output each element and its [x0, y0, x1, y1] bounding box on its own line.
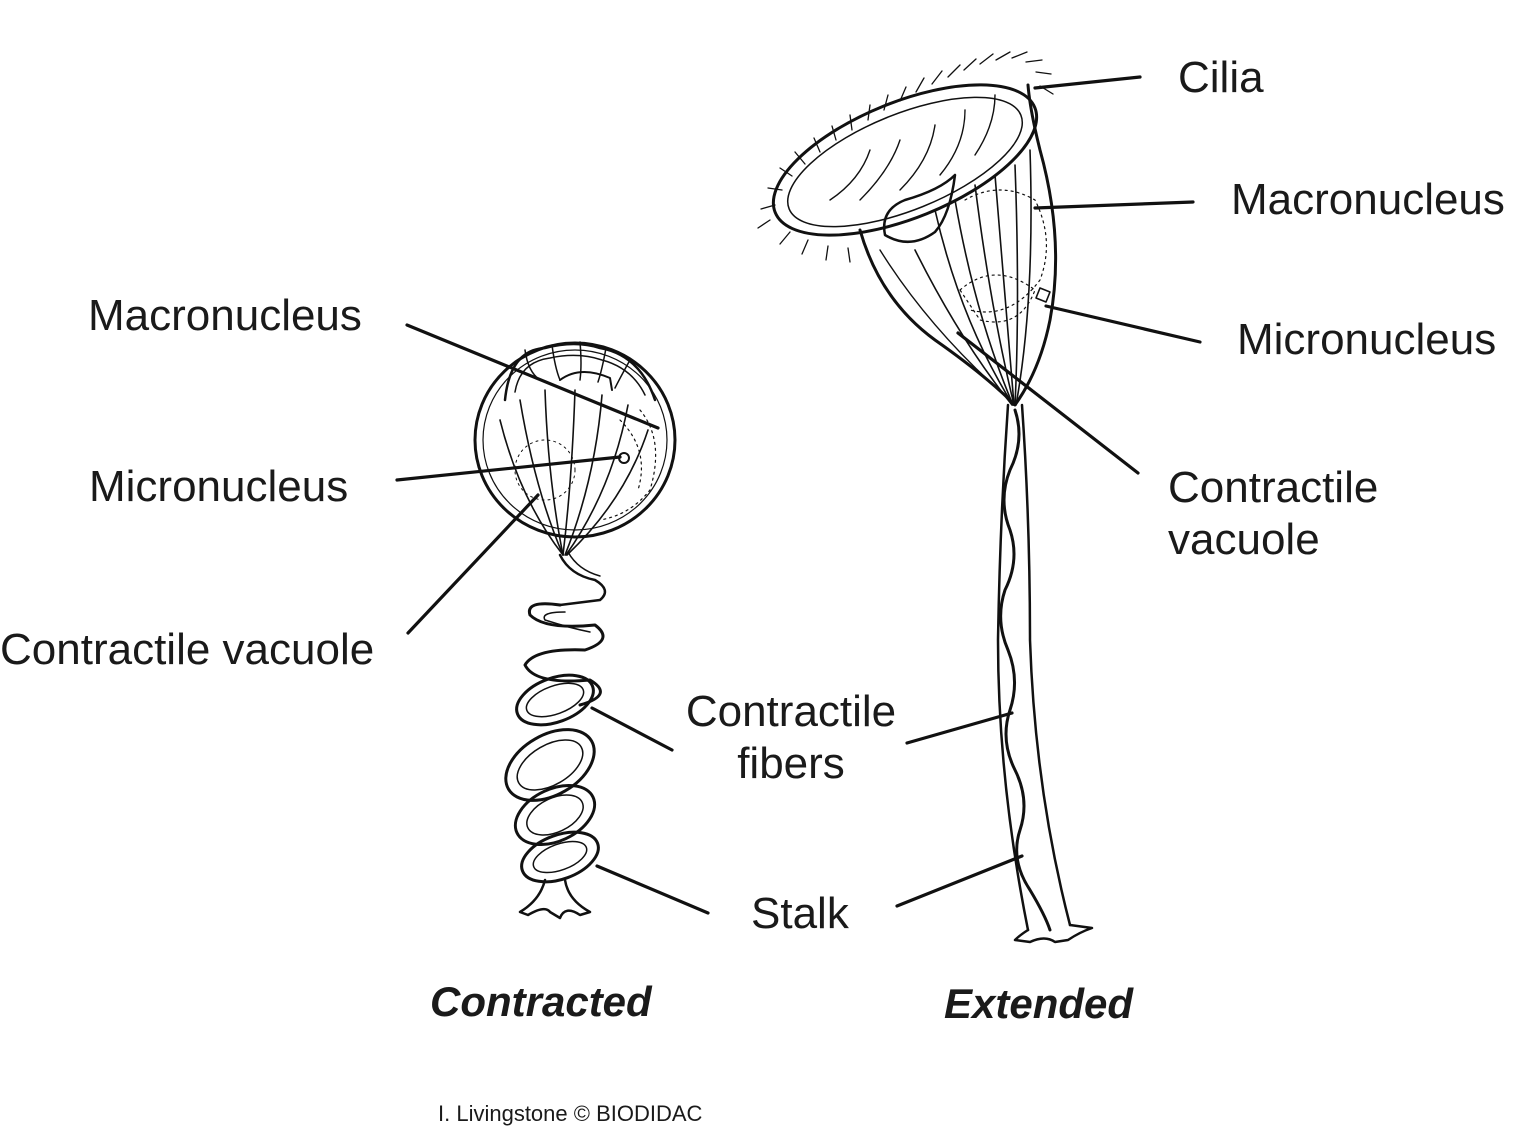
label-contracted-contractile-vacuole: Contractile vacuole	[0, 625, 375, 674]
caption-contracted: Contracted	[430, 978, 652, 1025]
label-contractile-fibers-line2: fibers	[737, 739, 845, 788]
label-extended-contractile-vacuole-line1: Contractile	[1168, 463, 1379, 512]
label-contracted-micronucleus: Micronucleus	[89, 462, 349, 511]
leader-lines	[395, 75, 1202, 915]
label-stalk: Stalk	[751, 889, 849, 938]
label-extended-contractile-vacuole-line2: vacuole	[1168, 515, 1320, 564]
label-extended-micronucleus: Micronucleus	[1237, 315, 1497, 364]
contracted-organism	[473, 341, 677, 920]
label-contractile-fibers-line1: Contractile	[685, 687, 897, 736]
credit-line: I. Livingstone © BIODIDAC	[438, 1101, 703, 1126]
label-contracted-macronucleus: Macronucleus	[88, 291, 362, 340]
caption-extended: Extended	[944, 980, 1134, 1027]
extended-organism	[757, 51, 1094, 944]
label-extended-macronucleus: Macronucleus	[1231, 175, 1505, 224]
label-extended-contractile-vacuole: Contractile vacuole	[1168, 462, 1378, 566]
label-extended-cilia: Cilia	[1178, 53, 1264, 102]
label-contractile-fibers: Contractile fibers	[680, 686, 902, 790]
